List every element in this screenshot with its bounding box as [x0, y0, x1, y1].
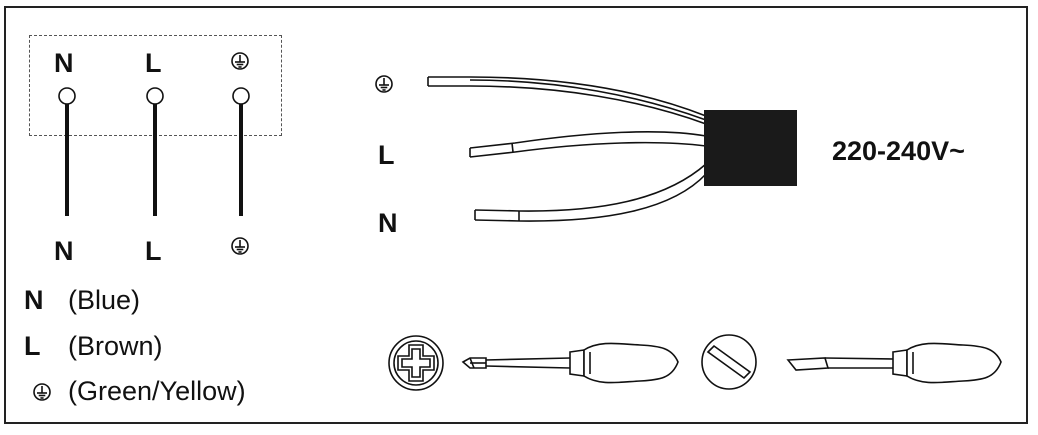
- slotted-screw-head-icon: [701, 334, 757, 390]
- legend-key-n: N: [24, 285, 44, 315]
- legend-text-blue: (Blue): [68, 285, 141, 315]
- terminal-top-earth-icon: [231, 52, 249, 70]
- terminal-wire-l: [146, 87, 164, 216]
- terminal-wire-n: [58, 87, 76, 216]
- terminal-top-label-l: L: [145, 48, 162, 78]
- legend-row-live: L (Brown): [24, 333, 163, 360]
- diagram-frame: [4, 6, 1028, 424]
- cable-sheath: [704, 110, 797, 186]
- terminal-wire-earth: [232, 87, 250, 216]
- terminal-top-label-n: N: [54, 48, 74, 78]
- legend-key-l: L: [24, 331, 41, 361]
- legend-row-earth: (Green/Yellow): [24, 378, 246, 405]
- legend-text-brown: (Brown): [68, 331, 163, 361]
- legend-text-green-yellow: (Green/Yellow): [68, 376, 246, 406]
- cable-label-n: N: [378, 208, 398, 238]
- legend-earth-icon: [33, 383, 51, 401]
- terminal-bottom-label-l: L: [145, 236, 162, 266]
- legend-row-neutral: N (Blue): [24, 287, 140, 314]
- voltage-label: 220-240V~: [832, 136, 965, 166]
- phillips-screwdriver-icon: [461, 342, 679, 384]
- cable-label-l: L: [378, 140, 395, 170]
- phillips-screw-head-icon: [388, 335, 444, 391]
- terminal-bottom-label-n: N: [54, 236, 74, 266]
- terminal-bottom-earth-icon: [231, 237, 249, 255]
- supply-cable: [427, 76, 707, 222]
- cable-earth-icon: [375, 75, 393, 93]
- flathead-screwdriver-icon: [786, 342, 1002, 384]
